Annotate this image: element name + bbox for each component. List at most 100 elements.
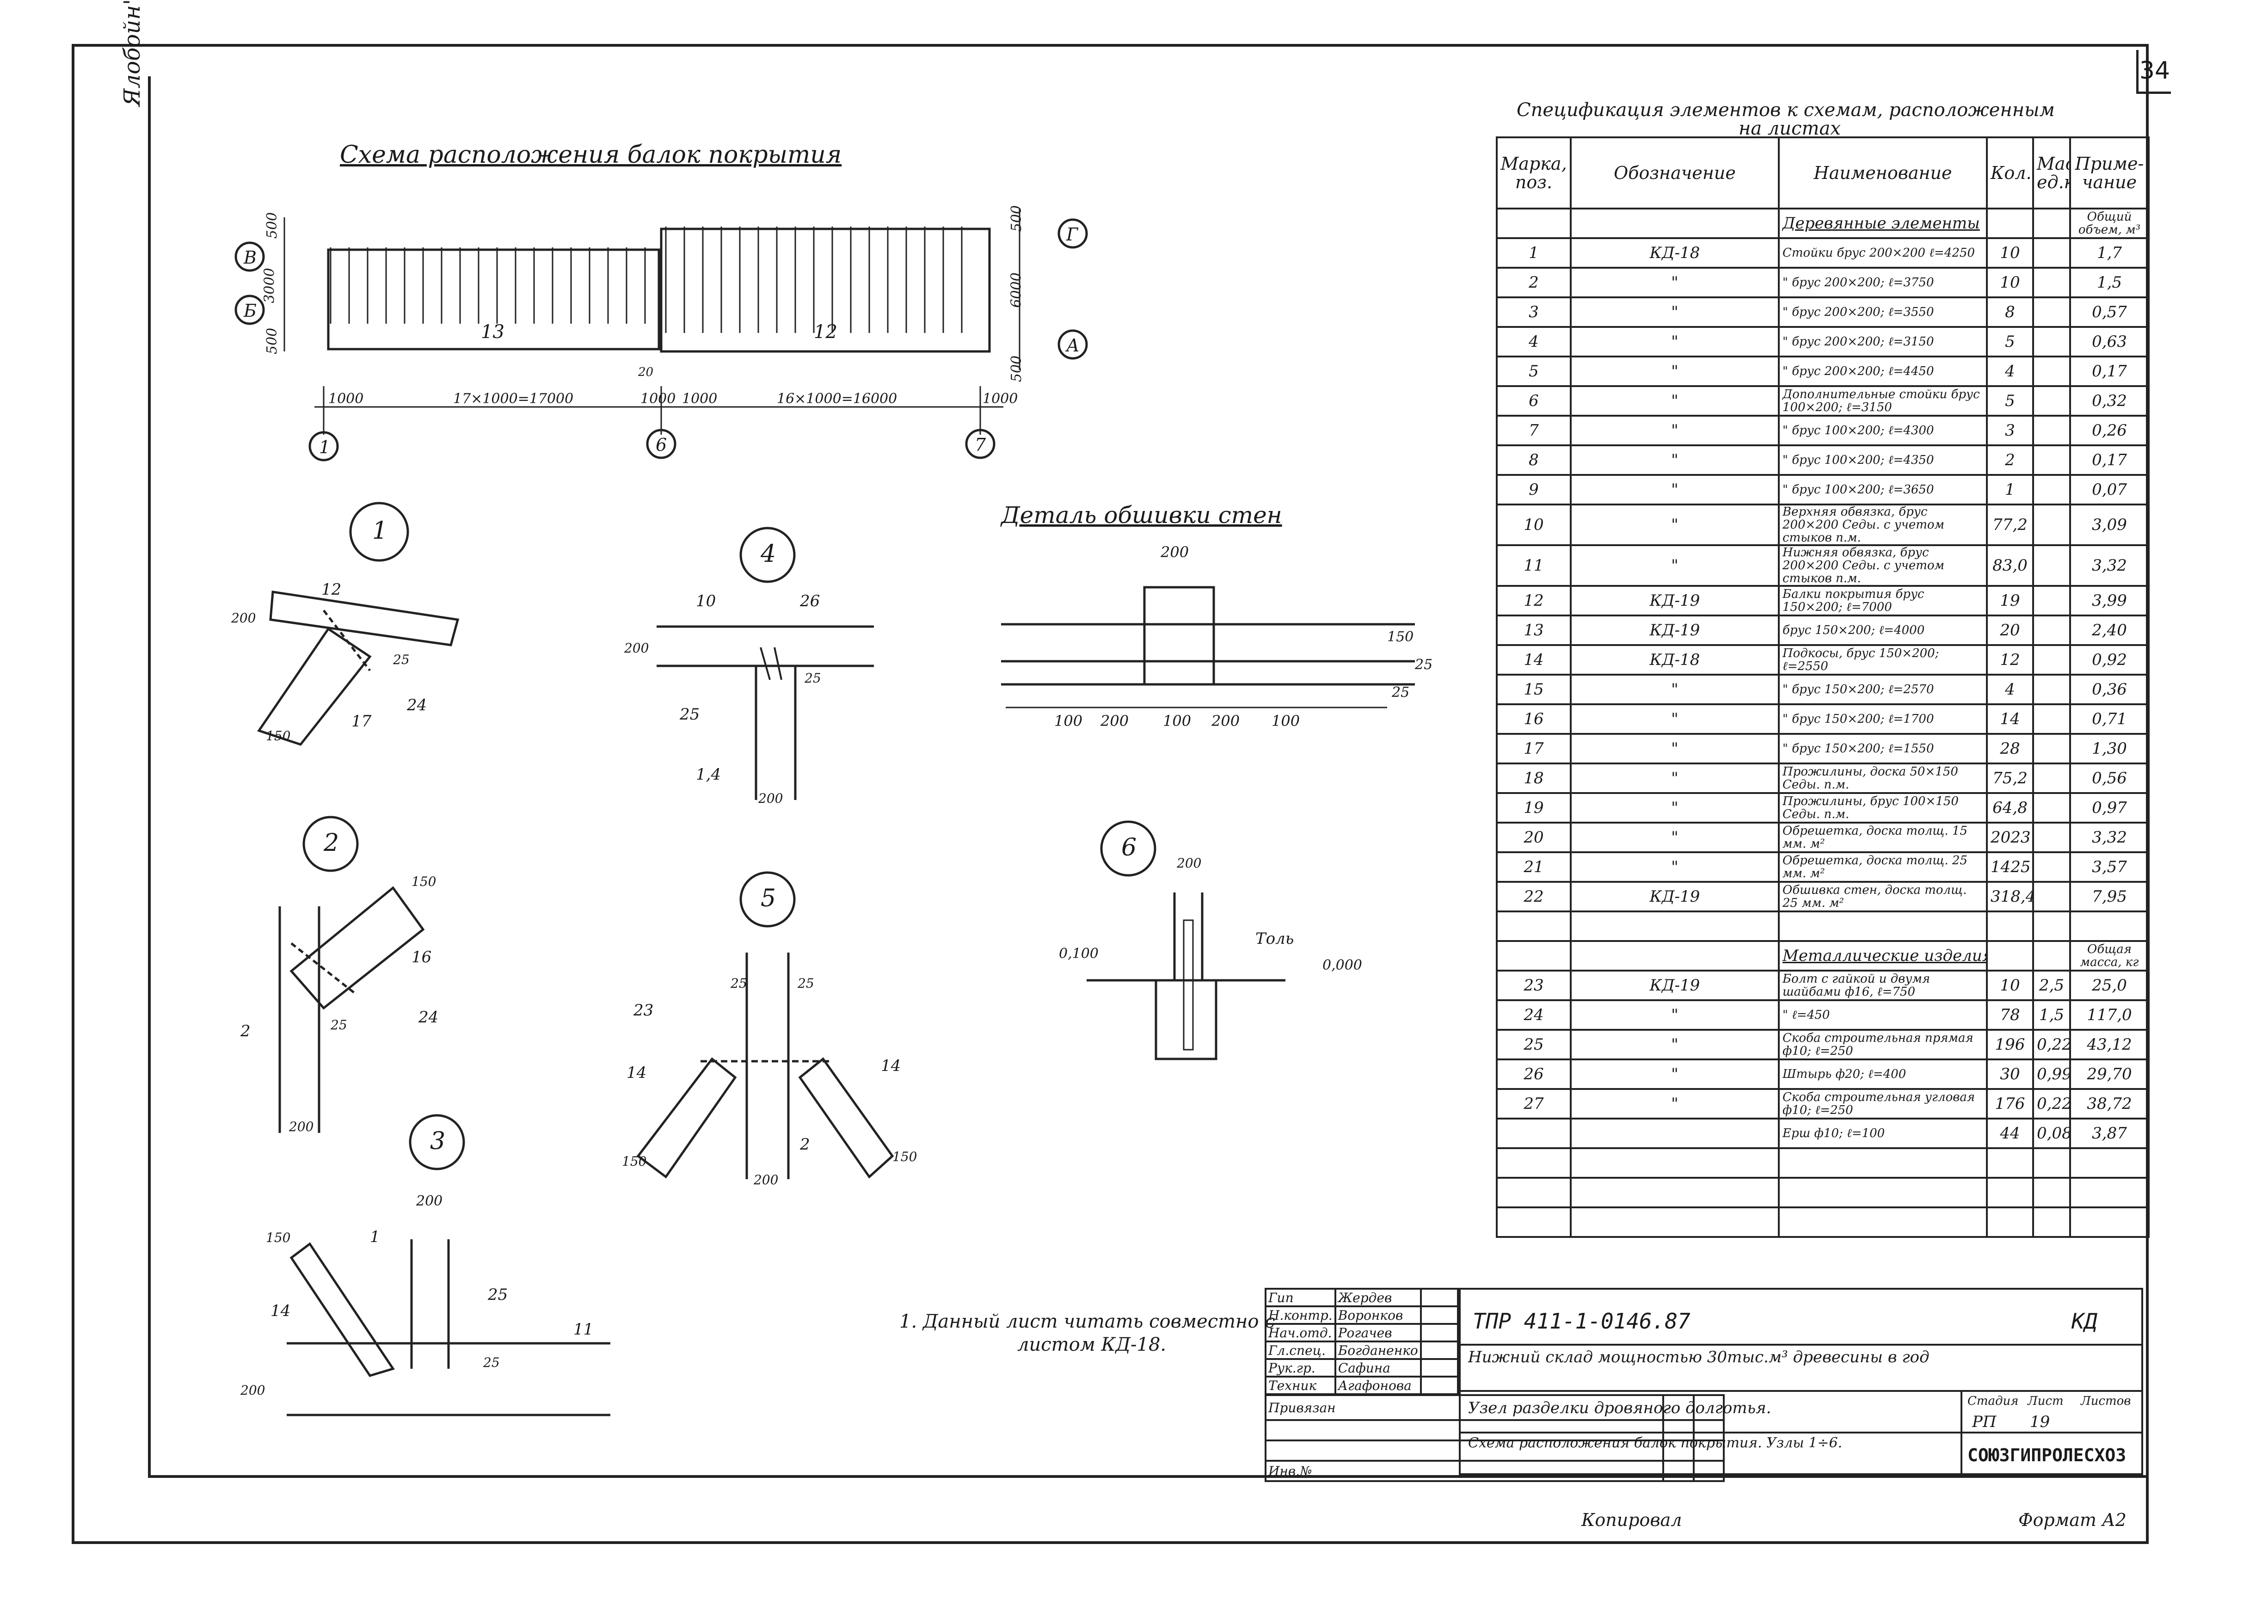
spec-note: 1,30 (2069, 733, 2150, 764)
spec-code: " (1570, 1029, 1780, 1060)
stamp-bound: Привязан (1264, 1394, 1665, 1421)
spec-code: " (1570, 326, 1780, 357)
spec-name: " брус 200×200; ℓ=4450 (1778, 356, 1988, 387)
plan-beams-left (330, 247, 646, 324)
node-5-tag-2: 2 (800, 1135, 810, 1154)
plan-title: Схема расположения балок покрытия (340, 141, 842, 169)
spec-cell-empty (2032, 208, 2071, 239)
spec-cell-empty (2032, 940, 2071, 972)
spec-pos: 12 (1496, 585, 1572, 616)
node-6-drawing (1087, 892, 1285, 1060)
axis-label-7: 7 (975, 435, 986, 455)
spec-header-name: Наименование (1778, 136, 1988, 209)
span-label-13: 13 (481, 321, 504, 343)
spec-qty: 8 (1986, 296, 2034, 328)
spec-pos: 24 (1496, 999, 1572, 1031)
dim-left-3000: 3000 (261, 268, 278, 303)
axis-circle-1 (308, 431, 339, 461)
spec-pos: 26 (1496, 1058, 1572, 1090)
node-5-tag-23: 23 (633, 1001, 654, 1020)
spec-mass (2032, 585, 2071, 616)
spec-name: Прожилины, доска 50×150 Седы. п.м. (1778, 763, 1988, 794)
spec-name: Верхняя обвязка, брус 200×200 Седы. с уч… (1778, 504, 1988, 546)
node-2-tag-2: 2 (240, 1022, 251, 1040)
spec-cell-empty (1570, 1177, 1780, 1208)
spec-code: " (1570, 822, 1780, 853)
node-3-dim-200: 200 (416, 1193, 443, 1209)
spec-code: КД-18 (1570, 237, 1780, 269)
spec-mass (2032, 792, 2071, 824)
spec-row: 27"Скоба строительная угловая ф10; ℓ=250… (1496, 1088, 2150, 1120)
spec-mass (2032, 615, 2071, 646)
spec-code: КД-18 (1570, 644, 1780, 676)
spec-pos: 23 (1496, 970, 1572, 1001)
spec-name: " брус 150×200; ℓ=1700 (1778, 703, 1988, 735)
spec-row: 11"Нижняя обвязка, брус 200×200 Седы. с … (1496, 544, 2150, 587)
spec-pos: 2 (1496, 267, 1572, 298)
spec-code: " (1570, 267, 1780, 298)
stamp-person: Рогачев (1334, 1323, 1422, 1342)
node-1-label: 1 (372, 517, 388, 545)
spec-name: Балки покрытия брус 150×200; ℓ=7000 (1778, 585, 1988, 616)
spec-cell-empty (1570, 1147, 1780, 1179)
spec-cell-empty (2032, 1206, 2071, 1238)
spec-code: " (1570, 1058, 1780, 1090)
spec-mass (2032, 296, 2071, 328)
dim-left-500-top: 500 (264, 212, 281, 239)
spec-cell-empty (1496, 940, 1572, 972)
node-5-dim-25a: 25 (731, 976, 747, 991)
spec-name: " брус 200×200; ℓ=3550 (1778, 296, 1988, 328)
plan-right-block (660, 228, 991, 353)
spec-pos: 10 (1496, 504, 1572, 546)
spec-mass (2032, 474, 2071, 505)
dim-right-500-bottom: 500 (1008, 355, 1025, 382)
node-5-dim-200: 200 (754, 1172, 779, 1187)
spec-mass (2032, 881, 2071, 912)
spec-cell-empty (1778, 1147, 1988, 1179)
node-circle-2 (302, 816, 359, 872)
spec-code: " (1570, 385, 1780, 417)
stamp-role: Н.контр. (1265, 1305, 1336, 1325)
spec-pos: 1 (1496, 237, 1572, 269)
spec-note: 0,92 (2069, 644, 2150, 676)
spec-pos: 7 (1496, 415, 1572, 446)
node-4-tag-10: 10 (696, 592, 716, 610)
wall-dim-b4: 200 (1211, 712, 1240, 730)
spec-pos: 27 (1496, 1088, 1572, 1120)
node-circle-6 (1100, 820, 1156, 877)
spec-name: Прожилины, брус 100×150 Седы. п.м. (1778, 792, 1988, 824)
spec-note: 38,72 (2069, 1088, 2150, 1120)
spec-name: Скоба строительная угловая ф10; ℓ=250 (1778, 1088, 1988, 1120)
spec-cell-empty (2069, 1177, 2150, 1208)
axis-circle-7 (965, 429, 996, 459)
stamp-role-row: Н.контр.Воронков (1265, 1305, 1459, 1325)
spec-note: 3,99 (2069, 585, 2150, 616)
node-circle-5 (739, 871, 796, 928)
axis-circle-a (1057, 329, 1088, 360)
spec-mass (2032, 356, 2071, 387)
spec-qty: 19 (1986, 585, 2034, 616)
spec-qty: 2023 (1986, 822, 2034, 853)
spec-row: 6"Дополнительные стойки брус 100×200; ℓ=… (1496, 385, 2150, 417)
spec-pos: 6 (1496, 385, 1572, 417)
stamp-sheet-title: Схема расположения балок покрытия. Узлы … (1468, 1435, 1843, 1451)
node-5-label: 5 (761, 885, 776, 912)
wall-detail-drawing (1001, 586, 1415, 708)
spec-cell-empty (1986, 940, 2034, 972)
dim-bottom-4: 1000 (682, 391, 718, 407)
spec-cell-empty (2032, 1147, 2071, 1179)
spec-qty: 2 (1986, 444, 2034, 476)
node-5-dim-150b: 150 (892, 1149, 917, 1164)
spec-cell-empty (1496, 1147, 1572, 1179)
spec-mass (2032, 644, 2071, 676)
spec-qty: 12 (1986, 644, 2034, 676)
axis-label-b: Б (244, 301, 257, 321)
wall-dim-r3: 25 (1392, 684, 1410, 701)
spec-mass (2032, 444, 2071, 476)
